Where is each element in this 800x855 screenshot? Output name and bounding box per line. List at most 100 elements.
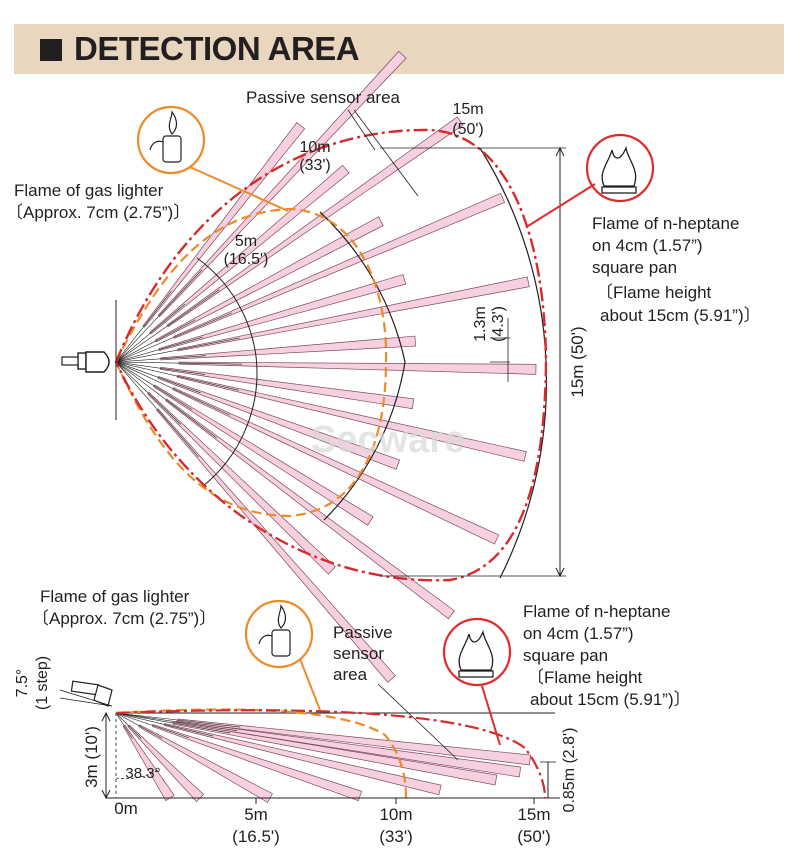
top-zone-beam-ray [115,312,233,363]
top-zone-beam-ray [115,361,217,439]
top-zone-beam [177,276,530,352]
top-zone-beam-ray [115,361,231,416]
side-gas-label-2: 〔Approx. 7cm (2.75”)〕 [32,609,216,628]
side-tilt-deg: 7.5° [14,669,31,698]
side-zone-beam [163,723,442,796]
top-zone-beam-ray [115,361,201,394]
top-zone-beam [158,274,407,351]
top-zone-beam-ray [115,289,220,363]
top-zone-beam [153,384,374,526]
gas-lighter-icon [136,105,206,175]
side-zone-beam-ray [115,712,163,739]
side-zone-beam [127,724,205,803]
top-zone-beam-ray [115,361,193,410]
top-zone-beam-ray [115,269,203,363]
side-gas-lighter-icon [244,599,314,669]
side-end-height: 0.85m (2.8') [561,728,578,813]
top-zone-beam [173,192,506,339]
sensor-side-icon [59,680,113,707]
side-zone-beam-ray [115,712,238,731]
top-zone-beam-ray [115,361,181,425]
top-zone-beam [166,116,464,328]
top-zone-beam-ray [115,337,240,363]
side-n-heptane-icon [442,617,512,687]
side-x5-m: 5m [244,805,268,824]
side-zones [115,712,531,803]
side-x5-ft: (16.5') [232,827,280,846]
top-gap-ft: (4.3') [490,306,507,342]
side-x15-m: 15m [517,805,550,824]
top-view: 15m (50') 1.3m (4.3') 5m (16.5') 10m (33… [6,50,761,683]
side-hep-label-2: on 4cm (1.57”) [523,624,634,643]
side-x10-m: 10m [379,805,412,824]
sensor-top-icon [61,300,117,420]
side-view: 7.5° (1 step) 3m (10') 38.3° 0.85m (2.8'… [14,587,691,846]
top-r10-ft: (33') [299,157,331,174]
top-hep-label-3: square pan [592,258,677,277]
top-zone-beam [160,335,416,361]
side-zone-beam-ray [115,712,142,739]
section-title: DETECTION AREA [74,30,360,67]
arc-5m [196,257,258,488]
top-zone-beam-ray [115,361,242,365]
side-zone-beam [122,724,175,802]
side-zone-beam-ray [115,712,214,737]
top-zones [115,50,537,683]
side-x15-ft: (50') [517,827,550,846]
top-zone-beam [157,376,401,470]
side-height-label: 3m (10') [82,726,101,788]
side-hep-label-3: square pan [523,646,608,665]
top-zone-beam [156,408,396,683]
arc-15m [479,147,548,579]
side-zone-beam-ray [115,712,241,728]
top-zone-beam-ray [115,336,203,363]
top-zone-beam-ray [115,361,199,458]
side-x10-ft: (33') [379,827,412,846]
top-passive-label: Passive sensor area [246,88,401,107]
side-hep-label-1: Flame of n-heptane [523,602,670,621]
top-zone-beam-ray [115,361,206,375]
top-zone-beam-ray [115,361,239,391]
side-zone-beam-ray [115,712,133,739]
side-zone-beam [138,724,273,803]
top-r10-m: 10m [299,139,330,156]
top-hep-label-5: about 15cm (5.91”)〕 [600,306,761,325]
top-zone-beam-ray [115,290,172,363]
top-zone-beam [160,366,415,410]
side-hep-label-5: about 15cm (5.91”)〕 [530,690,691,709]
top-r15-ft: (50') [452,121,484,138]
top-zone-beam [154,216,384,343]
side-x0: 0m [114,799,138,818]
top-r5-ft: (16.5') [224,251,269,268]
side-zone-beam [177,718,531,766]
side-zone-beam [176,720,522,778]
top-zone-beam [172,387,500,545]
top-r5-m: 5m [235,233,257,250]
top-hep-label-4: 〔Flame height [596,283,712,302]
side-zone-beam-ray [115,712,231,734]
n-heptane-flame-icon [585,133,655,203]
top-zone-beam-ray [115,303,186,363]
side-hep-label-4: 〔Flame height [527,668,643,687]
watermark: Secware [311,419,465,461]
top-zone-beam [149,164,350,335]
side-passive-1: Passive [333,623,393,642]
side-zone-beam [172,721,498,786]
side-gas-label-1: Flame of gas lighter [40,587,190,606]
side-tilt-step: (1 step) [34,656,51,710]
side-passive-3: area [333,665,368,684]
side-hep-envelope [115,709,547,799]
top-gas-label-1: Flame of gas lighter [14,181,164,200]
top-zone-beam [178,361,537,375]
side-passive-2: sensor [333,644,384,663]
top-hep-label-2: on 4cm (1.57”) [592,236,703,255]
top-width-label: 15m (50') [568,326,587,397]
top-zone-beam-ray [115,355,206,363]
top-zone-beam [157,50,407,318]
top-r15-m: 15m [452,101,483,118]
side-zone-beam-ray [115,712,190,739]
side-angle-label: 38.3° [125,765,160,782]
header-square-icon [40,39,62,61]
side-gas-envelope [115,708,408,799]
